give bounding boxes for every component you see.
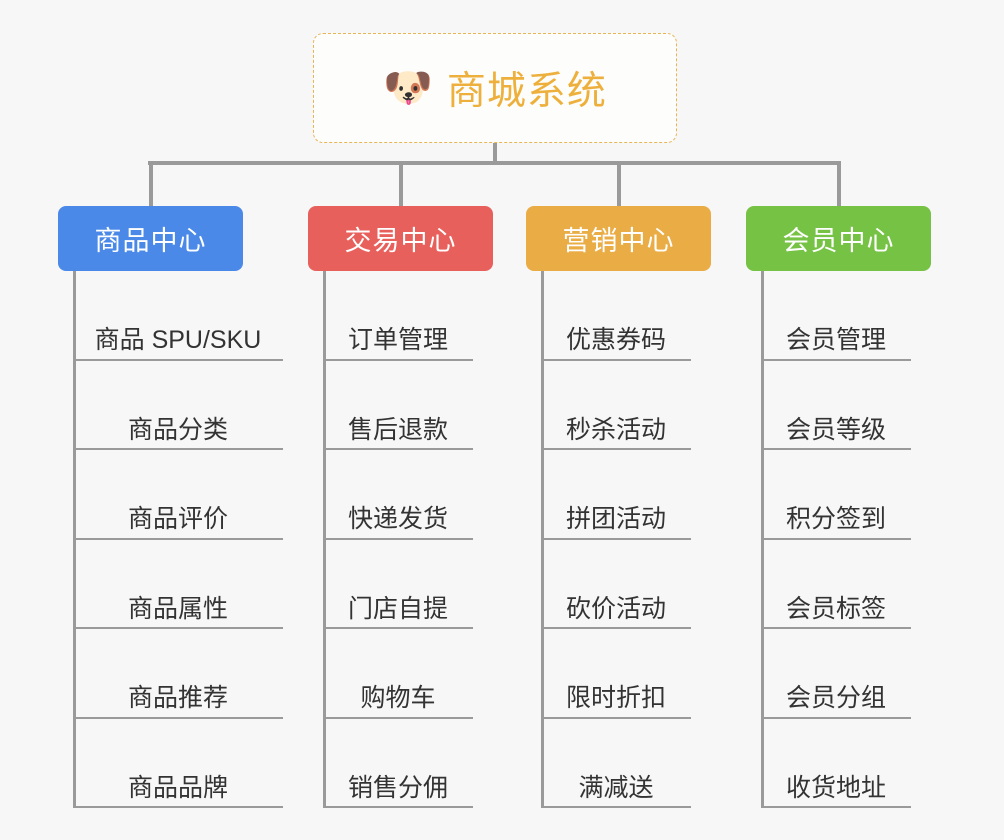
- leaf-item[interactable]: 砍价活动: [541, 540, 691, 629]
- column-header-label: 营销中心: [562, 226, 675, 256]
- connector-drop-member-center: [836, 161, 841, 206]
- leaf-item[interactable]: 商品品牌: [73, 719, 283, 808]
- column-header-trade-center[interactable]: 交易中心: [308, 206, 493, 271]
- leaf-item-label: 砍价活动: [565, 594, 666, 623]
- leaf-item-label: 会员等级: [785, 415, 886, 444]
- root-node-mall-system[interactable]: 🐶 商城系统: [313, 33, 677, 143]
- leaf-item[interactable]: 会员标签: [761, 540, 911, 629]
- leaf-item-label: 会员标签: [785, 594, 886, 623]
- leaf-item[interactable]: 售后退款: [323, 361, 473, 450]
- leaf-item[interactable]: 拼团活动: [541, 450, 691, 540]
- leaf-item-label: 满减送: [578, 773, 654, 802]
- root-node-title: 商城系统: [446, 70, 607, 113]
- shiba-dog-face-icon: 🐶: [383, 66, 433, 110]
- leaf-item-label: 优惠券码: [565, 326, 666, 354]
- connector-spine-marketing-center: [541, 271, 544, 808]
- connector-drop-trade-center: [398, 161, 403, 206]
- leaf-item[interactable]: 商品分类: [73, 361, 283, 450]
- leaf-item-label: 商品品牌: [127, 773, 228, 802]
- column-header-marketing-center[interactable]: 营销中心: [526, 206, 711, 271]
- leaf-item[interactable]: 商品推荐: [73, 629, 283, 719]
- leaf-item-label: 积分签到: [785, 505, 886, 533]
- leaf-item[interactable]: 会员等级: [761, 361, 911, 450]
- connector-drop-product-center: [148, 161, 153, 206]
- leaf-item[interactable]: 收货地址: [761, 719, 911, 808]
- connector-horizontal-bus: [148, 161, 840, 165]
- column-header-member-center[interactable]: 会员中心: [746, 206, 931, 271]
- leaf-item[interactable]: 商品属性: [73, 540, 283, 629]
- column-header-label: 交易中心: [344, 226, 457, 256]
- leaf-item[interactable]: 订单管理: [323, 271, 473, 361]
- leaf-item-label: 商品推荐: [127, 684, 228, 712]
- leaf-item-label: 销售分佣: [347, 773, 448, 802]
- leaf-item[interactable]: 限时折扣: [541, 629, 691, 719]
- leaf-item-label: 购物车: [360, 684, 436, 712]
- leaf-item-label: 秒杀活动: [565, 415, 666, 444]
- connector-spine-trade-center: [323, 271, 326, 808]
- leaf-item-label: 商品分类: [127, 415, 228, 444]
- leaf-item[interactable]: 秒杀活动: [541, 361, 691, 450]
- leaf-item[interactable]: 会员管理: [761, 271, 911, 361]
- leaf-item[interactable]: 优惠券码: [541, 271, 691, 361]
- leaf-column-marketing-center: 优惠券码秒杀活动拼团活动砍价活动限时折扣满减送: [541, 271, 691, 808]
- leaf-item[interactable]: 销售分佣: [323, 719, 473, 808]
- column-header-label: 商品中心: [94, 226, 207, 256]
- leaf-column-member-center: 会员管理会员等级积分签到会员标签会员分组收货地址: [761, 271, 911, 808]
- connector-root-stem: [493, 143, 497, 165]
- leaf-item[interactable]: 购物车: [323, 629, 473, 719]
- leaf-item[interactable]: 快递发货: [323, 450, 473, 540]
- leaf-item-label: 商品属性: [127, 594, 228, 623]
- leaf-item-label: 限时折扣: [565, 684, 666, 712]
- leaf-item-label: 售后退款: [347, 415, 448, 444]
- leaf-item-label: 快递发货: [347, 505, 448, 533]
- leaf-item-label: 拼团活动: [565, 505, 666, 533]
- leaf-item[interactable]: 会员分组: [761, 629, 911, 719]
- leaf-item[interactable]: 积分签到: [761, 450, 911, 540]
- leaf-item[interactable]: 商品评价: [73, 450, 283, 540]
- leaf-item-label: 会员管理: [785, 326, 886, 354]
- leaf-item-label: 商品 SPU/SKU: [94, 326, 262, 354]
- leaf-item-label: 门店自提: [347, 594, 448, 623]
- column-header-product-center[interactable]: 商品中心: [58, 206, 243, 271]
- leaf-column-trade-center: 订单管理售后退款快递发货门店自提购物车销售分佣: [323, 271, 473, 808]
- leaf-item[interactable]: 商品 SPU/SKU: [73, 271, 283, 361]
- connector-spine-member-center: [761, 271, 764, 808]
- connector-drop-marketing-center: [616, 161, 621, 206]
- leaf-item-label: 商品评价: [127, 505, 228, 533]
- leaf-item[interactable]: 满减送: [541, 719, 691, 808]
- leaf-item-label: 收货地址: [785, 773, 886, 802]
- leaf-item[interactable]: 门店自提: [323, 540, 473, 629]
- leaf-column-product-center: 商品 SPU/SKU 商品分类商品评价商品属性商品推荐商品品牌: [73, 271, 283, 808]
- column-header-label: 会员中心: [782, 226, 895, 256]
- leaf-item-label: 会员分组: [785, 684, 886, 712]
- leaf-item-label: 订单管理: [347, 326, 448, 354]
- connector-spine-product-center: [73, 271, 76, 808]
